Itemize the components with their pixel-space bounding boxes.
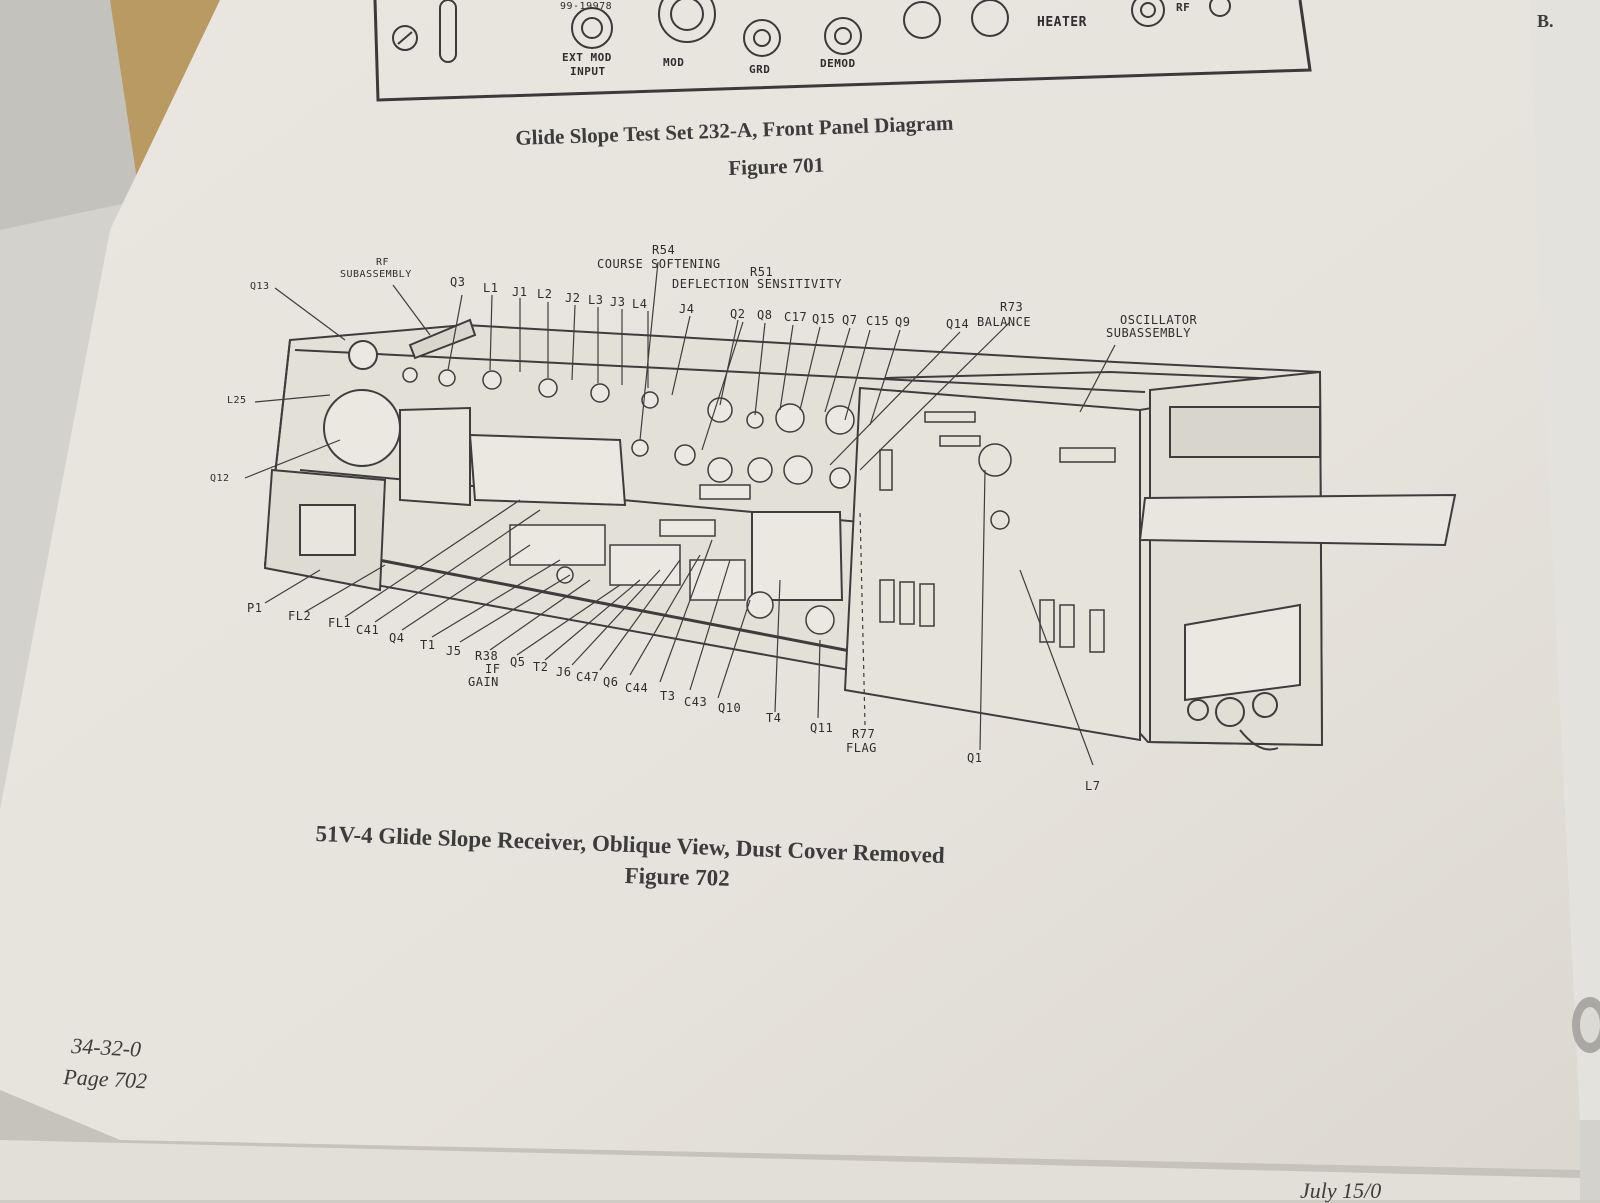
panel-rf-label: RF <box>1176 1 1191 14</box>
callout-l4: L4 <box>632 297 648 311</box>
panel-ext-mod-label: EXT MOD <box>562 51 612 64</box>
footer-date-fragment: July 15/0 <box>1300 1178 1382 1203</box>
panel-heater-label: HEATER <box>1037 15 1087 30</box>
callout-q9: Q9 <box>895 315 911 329</box>
callout-l1: L1 <box>483 281 499 295</box>
callout-r77: R77 <box>852 727 876 741</box>
front-panel-diagram <box>373 0 1312 102</box>
callout-j4: J4 <box>679 302 695 316</box>
callout-c41: C41 <box>356 623 380 637</box>
page-letter: B. <box>1537 11 1554 31</box>
callout-j2: J2 <box>565 291 581 305</box>
callout-l2: L2 <box>537 287 553 301</box>
callout-q12: Q12 <box>210 473 230 484</box>
callout-q1: Q1 <box>967 751 983 765</box>
callout-r38: R38 <box>475 649 499 663</box>
callout-q13: Q13 <box>250 281 270 292</box>
callout-q15: Q15 <box>812 312 836 326</box>
callout-r54: R54 <box>652 243 676 257</box>
callout-j5: J5 <box>446 644 462 658</box>
callout-q2: Q2 <box>730 307 746 321</box>
receiver-drawing <box>244 261 1457 766</box>
callout-fl2: FL2 <box>288 609 312 623</box>
callout-oscillator-subassembly: SUBASSEMBLY <box>1106 326 1191 340</box>
panel-mod-label: MOD <box>663 56 685 69</box>
callout-t1: T1 <box>420 638 436 652</box>
callout-deflection-sensitivity: DEFLECTION SENSITIVITY <box>672 277 842 291</box>
panel-freq-label: 99-19978 <box>560 1 613 12</box>
callout-r51: R51 <box>750 265 774 279</box>
callout-rf-subassembly: SUBASSEMBLY <box>340 269 412 280</box>
footer-doc-number: 34-32-0 <box>70 1033 142 1062</box>
callout-fl1: FL1 <box>328 616 352 630</box>
callout-l25: L25 <box>227 395 247 406</box>
callout-r73: R73 <box>1000 300 1024 314</box>
callout-p1: P1 <box>247 601 263 615</box>
callout-c17: C17 <box>784 310 808 324</box>
callout-balance: BALANCE <box>977 315 1032 329</box>
callout-t3: T3 <box>660 689 676 703</box>
callout-q8: Q8 <box>757 308 773 322</box>
callout-l7: L7 <box>1085 779 1101 793</box>
callout-if: IF <box>485 662 501 676</box>
callout-q6: Q6 <box>603 675 619 689</box>
callout-q14: Q14 <box>946 317 970 331</box>
callout-rf: RF <box>376 257 390 268</box>
callout-c15: C15 <box>866 314 890 328</box>
callout-j1: J1 <box>512 285 528 299</box>
callout-flag: FLAG <box>846 741 877 755</box>
callout-t2: T2 <box>533 660 549 674</box>
callout-l3: L3 <box>588 293 604 307</box>
callout-q7: Q7 <box>842 313 858 327</box>
callout-gain: GAIN <box>468 675 499 689</box>
callout-q11: Q11 <box>810 721 834 735</box>
callout-course-softening: COURSE SOFTENING <box>597 257 721 271</box>
callout-q5: Q5 <box>510 655 526 669</box>
callout-j6: J6 <box>556 665 572 679</box>
callout-c44: C44 <box>625 681 649 695</box>
panel-demod-label: DEMOD <box>820 57 856 70</box>
callout-q10: Q10 <box>718 701 742 715</box>
panel-grd-label: GRD <box>749 63 771 76</box>
callout-oscillator: OSCILLATOR <box>1120 313 1198 327</box>
callout-q3: Q3 <box>450 275 466 289</box>
footer-page-number: Page 702 <box>62 1064 148 1094</box>
callout-c43: C43 <box>684 695 708 709</box>
figure-702-number: Figure 702 <box>624 863 730 891</box>
panel-input-label: INPUT <box>570 65 606 78</box>
callout-t4: T4 <box>766 711 782 725</box>
figure-701-number: Figure 701 <box>727 152 825 180</box>
callout-c47: C47 <box>576 670 600 684</box>
callout-j3: J3 <box>610 295 626 309</box>
callout-q4: Q4 <box>389 631 405 645</box>
